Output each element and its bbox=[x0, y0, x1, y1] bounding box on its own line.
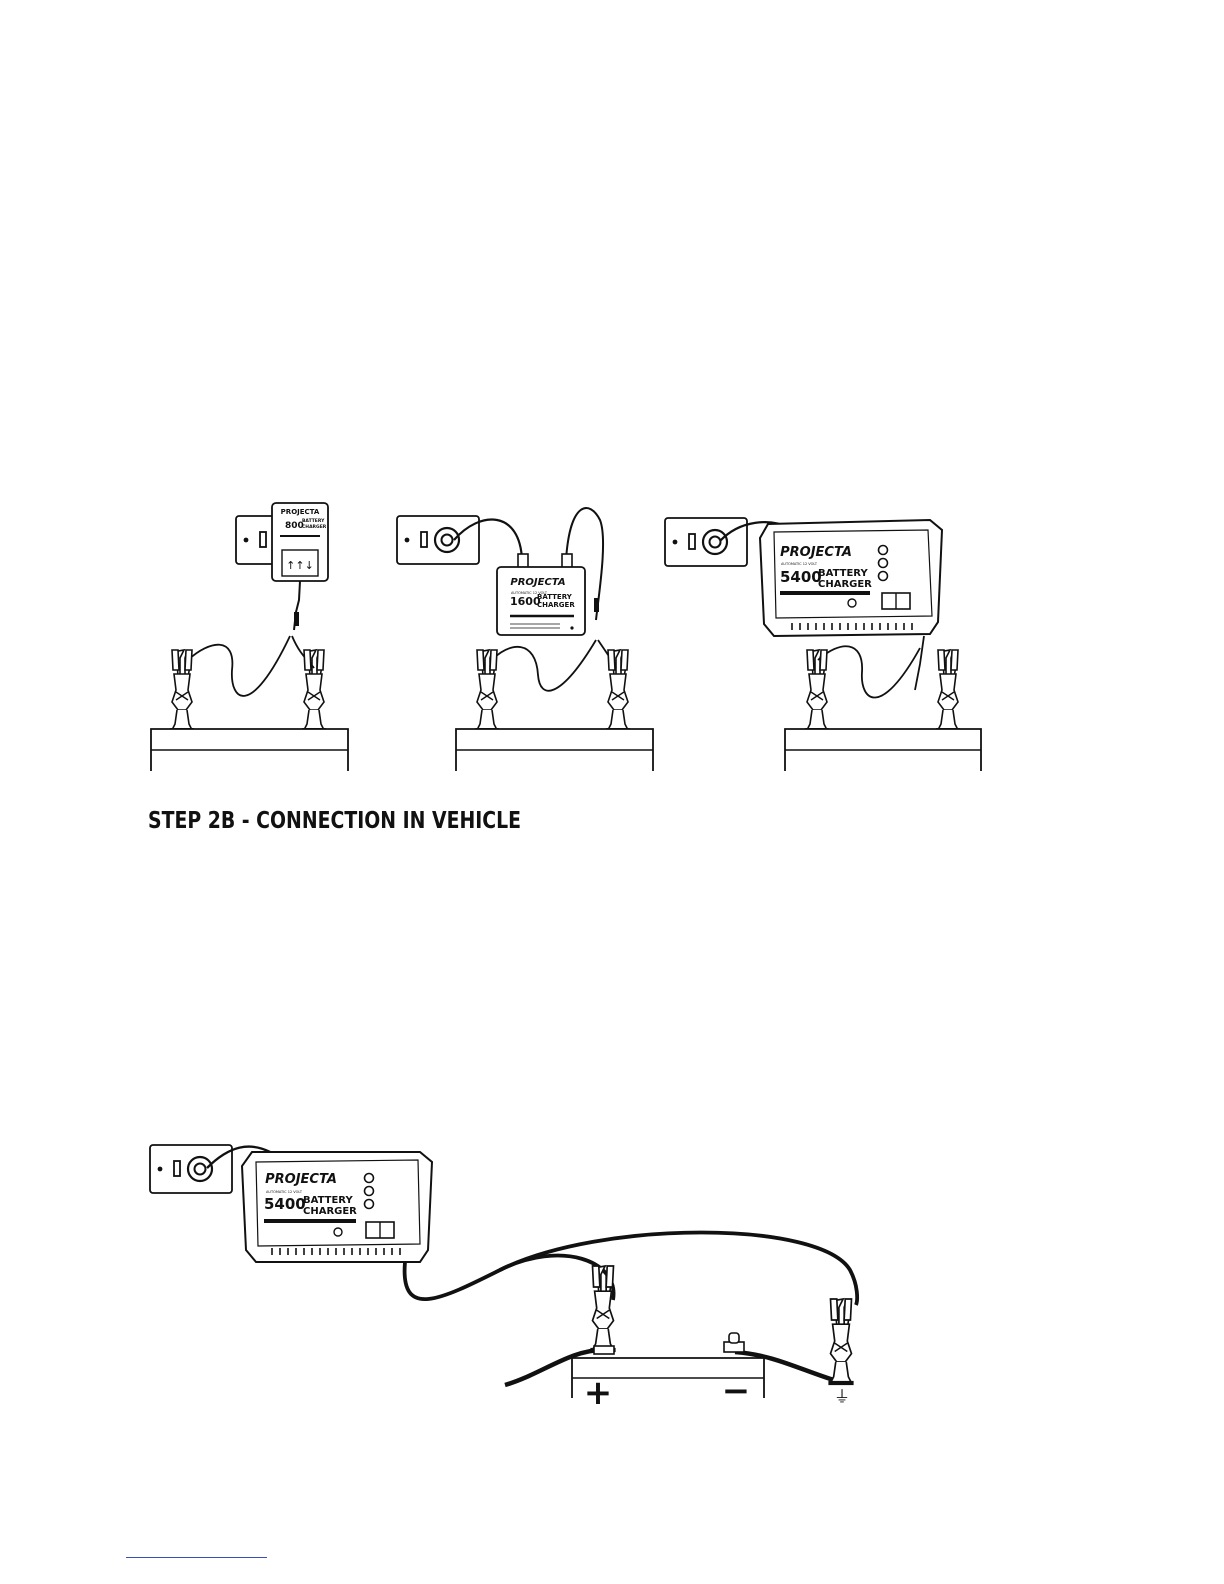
figure-medium-charger: PROJECTA AUTOMATIC 12 VOLT 1600 BATTERY … bbox=[397, 508, 653, 771]
negative-terminal-label: − bbox=[722, 1371, 751, 1411]
svg-text:AUTOMATIC 12 VOLT: AUTOMATIC 12 VOLT bbox=[781, 562, 818, 566]
svg-text:CHARGER: CHARGER bbox=[537, 601, 575, 609]
svg-text:800: 800 bbox=[285, 521, 304, 531]
svg-text:BATTERY: BATTERY bbox=[302, 518, 325, 524]
ground-symbol-icon: ⏚ bbox=[834, 1387, 850, 1406]
svg-text:BATTERY: BATTERY bbox=[303, 1195, 353, 1206]
figure-large-charger: PROJECTA AUTOMATIC 12 VOLT 5400 BATTERY … bbox=[665, 518, 981, 771]
svg-text:↑↑↓: ↑↑↓ bbox=[286, 559, 314, 572]
section-heading: STEP 2B - CONNECTION IN VEHICLE bbox=[148, 808, 521, 834]
svg-text:BATTERY: BATTERY bbox=[818, 568, 868, 579]
positive-terminal-label: + bbox=[584, 1373, 613, 1413]
footnote-divider bbox=[126, 1557, 267, 1558]
svg-text:PROJECTA: PROJECTA bbox=[510, 577, 565, 588]
brand-label: PROJECTA bbox=[281, 508, 320, 516]
svg-text:PROJECTA: PROJECTA bbox=[265, 1172, 337, 1187]
svg-text:5400: 5400 bbox=[780, 568, 822, 586]
figure-small-charger: PROJECTA 800 BATTERY CHARGER ↑↑↓ bbox=[151, 503, 348, 771]
svg-text:5400: 5400 bbox=[264, 1195, 306, 1213]
figure-vehicle-connection: PROJECTA AUTOMATIC 12 VOLT 5400 BATTERY … bbox=[150, 1145, 857, 1413]
svg-text:PROJECTA: PROJECTA bbox=[780, 545, 852, 560]
svg-text:CHARGER: CHARGER bbox=[302, 524, 327, 530]
svg-text:AUTOMATIC 12 VOLT: AUTOMATIC 12 VOLT bbox=[266, 1190, 303, 1194]
svg-text:CHARGER: CHARGER bbox=[818, 579, 872, 590]
svg-text:CHARGER: CHARGER bbox=[303, 1206, 357, 1217]
svg-text:BATTERY: BATTERY bbox=[537, 593, 573, 601]
